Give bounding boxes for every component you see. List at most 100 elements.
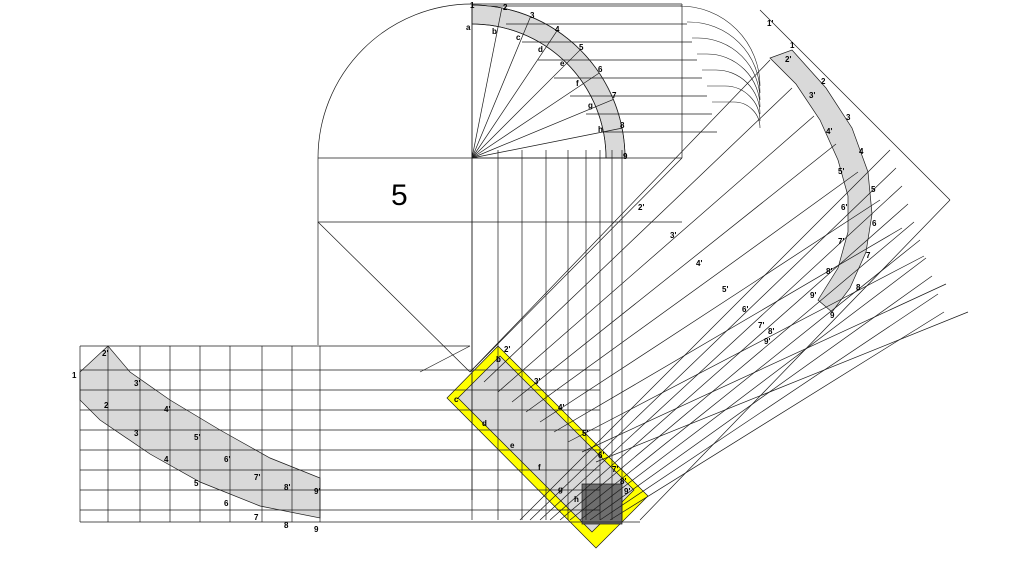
- corner-curve: [707, 85, 761, 122]
- left-band-inner-label: 3': [134, 379, 140, 388]
- right-arc-prime-label: 7': [838, 237, 844, 246]
- left-band-outer-label: 2: [104, 401, 109, 410]
- filled-regions: [79, 4, 873, 549]
- left-band-inner-label: 4': [164, 405, 170, 414]
- left-band-inner-label: 5': [194, 433, 200, 442]
- diagonal-projection: [595, 311, 969, 463]
- construction-lines: [79, 3, 969, 523]
- diagonal-projection-lower: [549, 203, 909, 521]
- rectangle-prime-label: 7': [612, 465, 618, 474]
- right-arc-prime-label: 1': [767, 19, 773, 28]
- right-arc-prime-label: 9': [810, 291, 816, 300]
- diagonal-projection: [483, 87, 793, 383]
- corner-curve: [679, 5, 761, 87]
- corner-curve: [687, 21, 761, 94]
- diagonal-projection-lower: [539, 185, 903, 521]
- radial-line: [471, 127, 623, 159]
- diagonal-label: 9': [764, 337, 770, 346]
- top-arc-inner-label: g: [588, 101, 593, 110]
- diagonal-projection-lower: [529, 167, 897, 521]
- right-arc-label: 2: [821, 77, 826, 86]
- rectangle-letter-label: h: [574, 495, 579, 504]
- right-arc-label: 9: [830, 311, 835, 320]
- right-arc-prime-label: 8': [826, 267, 832, 276]
- top-arc-inner-label: h: [598, 125, 603, 134]
- diagonal-projection-lower: [569, 239, 921, 521]
- frame-diagonal-c: [639, 199, 951, 521]
- radial-line: [471, 7, 503, 159]
- right-arc-band: [769, 49, 873, 313]
- diagonal-projection: [469, 59, 771, 373]
- left-band-outer-label: 3: [134, 429, 139, 438]
- frame-diagonal-b: [759, 9, 951, 201]
- diagonal-projection-lower: [609, 311, 945, 521]
- right-arc-label: 8: [856, 283, 861, 292]
- left-band-outer-label: 9: [314, 525, 319, 534]
- radial-line: [471, 72, 600, 159]
- diagonal-line-left: [317, 221, 471, 373]
- diagonal-label: 7': [758, 321, 764, 330]
- diagonal-projection: [539, 199, 881, 423]
- top-arc-label: 4: [555, 25, 560, 34]
- diagonal-projection-lower: [559, 221, 915, 521]
- left-band-inner-label: 7': [254, 473, 260, 482]
- left-band-inner-label: 8': [284, 483, 290, 492]
- left-band-inner-label: 9': [314, 487, 320, 496]
- diagonal-label: 5': [722, 285, 728, 294]
- right-arc-label: 7: [866, 251, 871, 260]
- top-arc-label: 9: [623, 152, 628, 161]
- section-number: 5: [391, 179, 408, 212]
- corner-curve: [692, 37, 761, 101]
- right-arc-prime-label: 5': [838, 167, 844, 176]
- top-arc-inner-label: e: [560, 59, 565, 68]
- top-arc-label: 6: [598, 65, 603, 74]
- right-arc-label: 1: [790, 41, 795, 50]
- rectangle-prime-label: 6': [598, 451, 604, 460]
- left-band-inner-label: 2': [102, 349, 108, 358]
- diagonal-projection-lower: [519, 149, 891, 521]
- diagonal-projection-lower: [589, 275, 933, 521]
- right-arc-prime-label: 4': [826, 127, 832, 136]
- rectangle-letter-label: g: [558, 485, 563, 494]
- diagonal-label: 2': [638, 203, 644, 212]
- rectangle-prime-label: 4': [558, 403, 564, 412]
- top-arc-inner-label: a: [466, 23, 471, 32]
- diagonal-projection: [567, 255, 925, 443]
- left-band-outer-label: 1: [72, 371, 77, 380]
- frame-diagonal-a: [469, 157, 683, 373]
- rectangle-letter-label: c: [454, 395, 459, 404]
- rectangle-prime-label: 3': [534, 377, 540, 386]
- top-arc-label: 2: [503, 3, 508, 12]
- rectangle-letter-label: b: [496, 355, 501, 364]
- top-arc-inner-label: b: [492, 27, 497, 36]
- diagonal-projection: [525, 171, 859, 413]
- left-band-outer-label: 4: [164, 455, 169, 464]
- left-band-outer-label: 6: [224, 499, 229, 508]
- top-arc-label: 7: [612, 91, 617, 100]
- top-arc-label: 8: [620, 121, 625, 130]
- top-arc-label: 3: [530, 11, 535, 20]
- diagonal-projection: [511, 143, 837, 403]
- diagonal-label: 4': [696, 259, 702, 268]
- top-arc-label: 1: [470, 1, 475, 10]
- left-band-outer-label: 8: [284, 521, 289, 530]
- diagonal-projection-lower: [599, 293, 939, 521]
- corner-curve: [697, 53, 761, 108]
- diagonal-projection: [581, 283, 947, 453]
- left-band-outer-label: 7: [254, 513, 259, 522]
- diagonal-projection: [497, 115, 815, 393]
- rectangle-prime-label: 9': [624, 487, 630, 496]
- radial-line: [471, 49, 581, 159]
- point-labels: 1 2 3 4 5 6 7 8 9 a b c d e f g h 1 2 3 4 5 6 7 8 9 1' 2' 3' 4' 5' 6' 7'…: [72, 1, 877, 534]
- corner-curve: [712, 101, 761, 129]
- left-band-outer-label: 5: [194, 479, 199, 488]
- right-arc-label: 4: [859, 147, 864, 156]
- right-arc-prime-label: 6': [841, 203, 847, 212]
- diagonal-projection-lower: [579, 257, 927, 521]
- rectangle-prime-label: 2': [504, 345, 510, 354]
- rectangle-letter-label: f: [538, 463, 541, 472]
- top-arc-inner-label: c: [516, 33, 521, 42]
- top-arc-label: 5: [579, 43, 584, 52]
- top-arc-inner-label: d: [538, 45, 543, 54]
